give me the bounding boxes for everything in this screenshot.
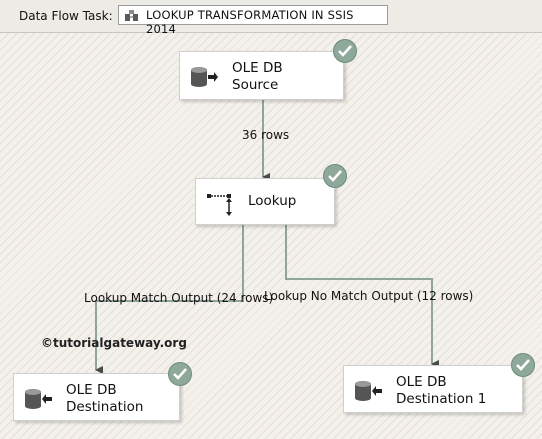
ole-db-destination-icon	[25, 389, 52, 409]
data-flow-task-name: LOOKUP TRANSFORMATION IN SSIS 2014	[146, 8, 354, 36]
success-check-icon	[333, 39, 357, 63]
data-flow-task-select[interactable]: LOOKUP TRANSFORMATION IN SSIS 2014	[118, 5, 388, 36]
lookup-label: Lookup	[248, 193, 297, 209]
watermark: ©tutorialgateway.org	[41, 336, 187, 350]
success-check-icon	[511, 353, 535, 377]
path-label-match-output: Lookup Match Output (24 rows)	[84, 291, 274, 305]
ole-db-destination-icon	[355, 381, 382, 401]
ole-db-destination-1-label: OLE DB Destination 1	[396, 374, 487, 407]
ole-db-destination-label: OLE DB Destination	[66, 382, 144, 415]
success-check-icon	[168, 362, 192, 386]
ole-db-source-icon	[191, 67, 218, 87]
ole-db-destination-1-component[interactable]: OLE DB Destination 1	[343, 365, 523, 413]
path-label-source-to-lookup: 36 rows	[242, 128, 290, 142]
path-connectors	[95, 100, 439, 374]
path-lookup-no-match-output[interactable]	[285, 225, 439, 368]
toolbar: Data Flow Task: LOOKUP TRANSFORMATION IN…	[0, 0, 542, 36]
path-label-no-match-output: Lookup No Match Output (12 rows)	[264, 289, 474, 303]
data-flow-task-icon	[125, 10, 138, 21]
data-flow-task-label: Data Flow Task:	[19, 9, 113, 23]
ole-db-source-label: OLE DB Source	[232, 60, 283, 93]
data-flow-canvas[interactable]: 36 rows Lookup Match Output (24 rows) Lo…	[0, 33, 542, 439]
ole-db-source-component[interactable]: OLE DB Source	[179, 51, 344, 100]
lookup-component[interactable]: Lookup	[195, 178, 335, 225]
lookup-icon	[207, 194, 232, 216]
success-check-icon	[323, 164, 347, 188]
path-lookup-match-output[interactable]	[95, 225, 244, 374]
ole-db-destination-component[interactable]: OLE DB Destination	[13, 373, 180, 421]
